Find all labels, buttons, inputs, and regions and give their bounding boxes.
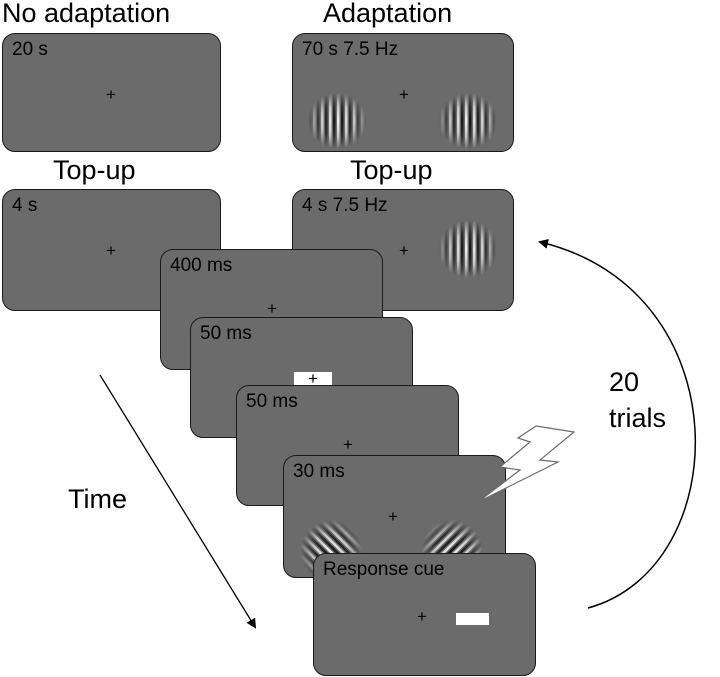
grating-patch-icon bbox=[438, 220, 498, 278]
screen-duration-label: 50 ms bbox=[200, 323, 252, 344]
grating-patch-icon bbox=[307, 93, 367, 149]
fixation-cross-icon: + bbox=[106, 241, 116, 260]
response-cue-rect bbox=[456, 613, 489, 625]
screen-duration-label: 400 ms bbox=[170, 255, 233, 276]
trials-word-label: trials bbox=[609, 403, 667, 433]
fixation-cross-icon: + bbox=[399, 85, 409, 104]
no-adaptation-screen: 20 s + bbox=[2, 33, 221, 152]
adaptation-screen: 70 s 7.5 Hz + bbox=[292, 33, 514, 152]
trials-count-label: 20 bbox=[609, 367, 640, 397]
grating-pair bbox=[307, 93, 498, 149]
screen-duration-label: 70 s 7.5 Hz bbox=[302, 39, 399, 60]
screen-duration-label: 4 s 7.5 Hz bbox=[302, 195, 388, 216]
screen-duration-label: 50 ms bbox=[246, 391, 298, 412]
screen-duration-label: 4 s bbox=[12, 195, 38, 216]
grating-pair bbox=[438, 220, 498, 278]
top-up-heading-right: Top-up bbox=[350, 155, 433, 185]
fixation-cross-icon: + bbox=[417, 607, 427, 626]
screen-duration-label: 30 ms bbox=[293, 461, 345, 482]
no-adaptation-heading: No adaptation bbox=[2, 0, 171, 28]
fixation-cross-icon: + bbox=[106, 85, 116, 104]
fixation-cross-icon: + bbox=[343, 435, 353, 454]
time-label: Time bbox=[68, 484, 127, 514]
screen-duration-label: Response cue bbox=[323, 559, 445, 580]
top-up-heading-left: Top-up bbox=[53, 155, 136, 185]
trial-screen-response-cue: Response cue + bbox=[313, 553, 536, 676]
adaptation-heading: Adaptation bbox=[323, 0, 453, 28]
fixation-cross-icon: + bbox=[399, 241, 409, 260]
grating-patch-icon bbox=[438, 93, 498, 149]
spatial-cue-rect bbox=[294, 372, 332, 385]
screen-duration-label: 20 s bbox=[12, 39, 48, 60]
fixation-cross-icon: + bbox=[308, 369, 318, 388]
fixation-cross-icon: + bbox=[267, 299, 277, 318]
fixation-cross-icon: + bbox=[388, 507, 398, 526]
